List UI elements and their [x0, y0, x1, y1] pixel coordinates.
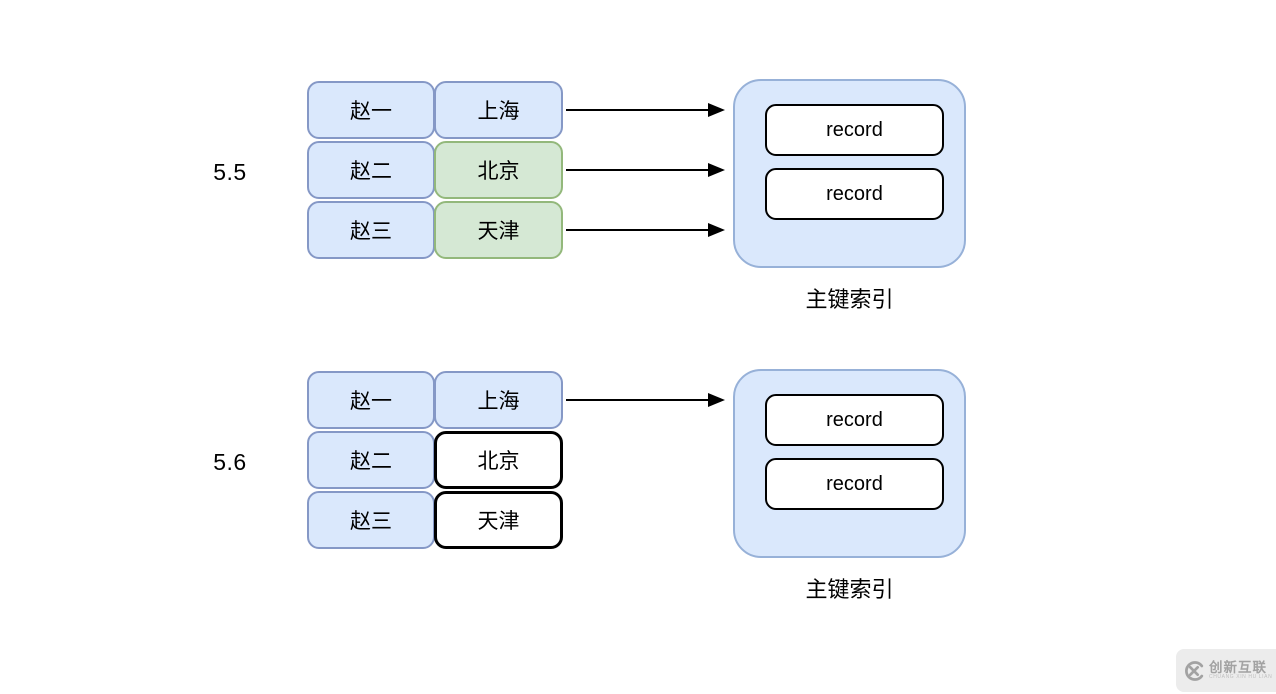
- version-label-5-6: 5.6: [213, 449, 247, 475]
- index-cell-city: 北京: [434, 431, 563, 489]
- group-mysql-5-6: 5.6 赵一 上海 赵二 北京 赵三 天津 record record 主键索引: [0, 290, 1276, 602]
- record-box: record: [765, 394, 944, 446]
- lookup-arrow: [566, 163, 725, 177]
- index-cell-name: 赵二: [307, 431, 435, 489]
- primary-key-index-container: record record: [733, 369, 966, 558]
- index-cell-city: 天津: [434, 491, 563, 549]
- watermark-text: 创新互联 CHUANG XIN HU LIAN: [1209, 659, 1273, 680]
- watermark-brand: 创新互联: [1209, 659, 1267, 675]
- index-cell-city: 上海: [434, 81, 563, 139]
- primary-key-index-container: record record: [733, 79, 966, 268]
- index-cell-name: 赵三: [307, 491, 435, 549]
- watermark-subtext: CHUANG XIN HU LIAN: [1209, 673, 1273, 680]
- record-box: record: [765, 168, 944, 220]
- lookup-arrow: [566, 103, 725, 117]
- cx-circle-x-logo-icon: [1185, 660, 1204, 681]
- index-cell-city: 上海: [434, 371, 563, 429]
- index-cell-name: 赵一: [307, 81, 435, 139]
- version-label-5-5: 5.5: [213, 159, 247, 185]
- lookup-arrow: [566, 393, 725, 407]
- group-mysql-5-5: 5.5 赵一 上海 赵二 北京 赵三 天津 record record 主键索引: [0, 0, 1276, 312]
- index-cell-city: 天津: [434, 201, 563, 259]
- lookup-arrow: [566, 223, 725, 237]
- index-cell-city: 北京: [434, 141, 563, 199]
- index-cell-name: 赵一: [307, 371, 435, 429]
- index-cell-name: 赵三: [307, 201, 435, 259]
- primary-key-index-label: 主键索引: [805, 287, 894, 312]
- primary-key-index-label: 主键索引: [805, 577, 894, 602]
- record-box: record: [765, 458, 944, 510]
- index-cell-name: 赵二: [307, 141, 435, 199]
- watermark-badge: 创新互联 CHUANG XIN HU LIAN: [1176, 649, 1276, 692]
- record-box: record: [765, 104, 944, 156]
